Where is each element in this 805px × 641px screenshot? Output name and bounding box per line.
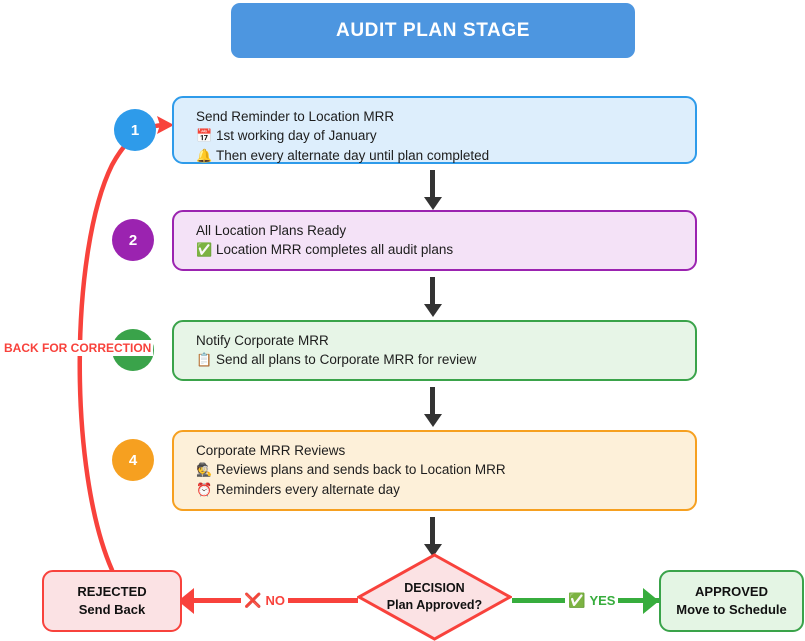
step-4-title: Corporate MRR Reviews: [196, 443, 346, 458]
step-1-detail-2-text: Then every alternate day until plan comp…: [216, 148, 490, 163]
calendar-icon: 📅: [196, 128, 213, 143]
connector-arrow-4-to-decision: [430, 517, 435, 545]
step-box-1[interactable]: Send Reminder to Location MRR 📅 1st work…: [172, 96, 697, 164]
step-badge-2-label: 2: [128, 231, 138, 249]
decision-label: DECISION Plan Approved?: [357, 553, 512, 641]
no-branch-text: NO: [265, 592, 285, 608]
yes-branch-text: YES: [589, 592, 616, 608]
step-1-detail-1: 📅 1st working day of January: [196, 126, 695, 146]
yes-branch-label: ✅ YES: [565, 588, 619, 612]
cross-mark-icon: ❌: [244, 592, 262, 608]
step-3-detail-1: 📋 Send all plans to Corporate MRR for re…: [196, 350, 695, 370]
back-for-correction-label: BACK FOR CORRECTION: [2, 340, 154, 356]
step-2-title: All Location Plans Ready: [196, 223, 347, 238]
step-box-3[interactable]: Notify Corporate MRR 📋 Send all plans to…: [172, 320, 697, 381]
connector-arrow-3-to-4: [430, 387, 435, 415]
step-badge-2: 2: [112, 219, 154, 261]
check-box-icon: ✅: [568, 592, 586, 608]
rejected-terminal[interactable]: REJECTED Send Back: [42, 570, 182, 632]
connector-arrow-2-to-3: [430, 277, 435, 305]
alarm-clock-icon: ⏰: [196, 482, 213, 497]
step-4-detail-2-text: Reminders every alternate day: [216, 482, 400, 497]
step-1-title: Send Reminder to Location MRR: [196, 109, 395, 124]
page-title-banner: AUDIT PLAN STAGE: [231, 3, 635, 58]
step-3-title: Notify Corporate MRR: [196, 333, 329, 348]
rejected-line-2: Send Back: [78, 602, 146, 617]
page-title: AUDIT PLAN STAGE: [336, 19, 530, 41]
check-box-icon: ✅: [196, 242, 213, 257]
bell-icon: 🔔: [196, 148, 213, 163]
step-4-detail-2: ⏰ Reminders every alternate day: [196, 480, 695, 500]
step-badge-1-label: 1: [130, 121, 140, 139]
step-4-detail-1: 🕵️ Reviews plans and sends back to Locat…: [196, 460, 695, 480]
step-box-4[interactable]: Corporate MRR Reviews 🕵️ Reviews plans a…: [172, 430, 697, 511]
step-badge-4: 4: [112, 439, 154, 481]
approved-line-1: APPROVED: [695, 584, 768, 599]
no-branch-label: ❌ NO: [241, 588, 288, 612]
yes-branch-arrowhead: [643, 588, 659, 614]
step-box-2[interactable]: All Location Plans Ready ✅ Location MRR …: [172, 210, 697, 271]
rejected-line-1: REJECTED: [77, 584, 147, 599]
decision-diamond-shape: [357, 553, 512, 641]
approved-terminal[interactable]: APPROVED Move to Schedule: [659, 570, 804, 632]
step-1-detail-2: 🔔 Then every alternate day until plan co…: [196, 146, 695, 166]
decision-node[interactable]: DECISION Plan Approved?: [357, 553, 512, 641]
clipboard-icon: 📋: [196, 352, 213, 367]
step-4-detail-1-text: Reviews plans and sends back to Location…: [216, 462, 506, 477]
step-2-detail-1-text: Location MRR completes all audit plans: [216, 242, 454, 257]
decision-line-1: DECISION: [404, 581, 465, 595]
reviewer-person-icon: 🕵️: [196, 462, 213, 477]
no-branch-arrowhead: [178, 588, 194, 614]
step-badge-1: 1: [114, 109, 156, 151]
step-2-detail-1: ✅ Location MRR completes all audit plans: [196, 240, 695, 260]
step-badge-4-label: 4: [128, 451, 138, 469]
connector-arrow-1-to-2: [430, 170, 435, 198]
approved-line-2: Move to Schedule: [676, 602, 787, 617]
step-1-detail-1-text: 1st working day of January: [216, 128, 377, 143]
decision-line-2: Plan Approved?: [386, 598, 483, 612]
step-3-detail-1-text: Send all plans to Corporate MRR for revi…: [216, 352, 477, 367]
